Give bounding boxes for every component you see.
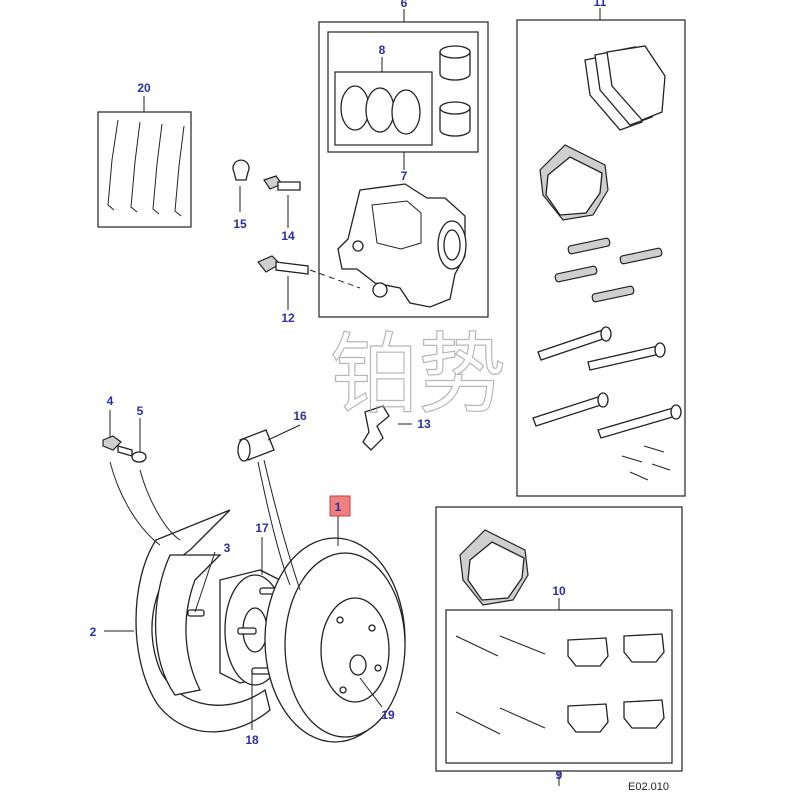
bleed-screw	[263, 175, 301, 191]
callout-19: 19	[381, 708, 395, 722]
caliper-pistons	[439, 45, 471, 137]
fitting-kit-clips	[567, 633, 665, 733]
callout-9: 9	[556, 768, 563, 782]
shield-bolt	[102, 435, 133, 457]
leader-lines	[104, 8, 601, 786]
callout-7: 7	[401, 169, 408, 183]
callout-11: 11	[594, 0, 607, 9]
brake-pad-upper	[539, 144, 609, 221]
callout-14: 14	[281, 229, 295, 243]
washer	[131, 451, 147, 463]
callout-3: 3	[224, 541, 231, 555]
callout-18: 18	[245, 733, 259, 747]
callout-1-highlight	[329, 495, 351, 517]
bolt-axis-line	[309, 269, 361, 289]
seal-kit-box	[327, 31, 479, 153]
callout-6: 6	[401, 0, 408, 10]
bush	[237, 429, 275, 462]
callout-10: 10	[552, 584, 566, 598]
pad-kit-box	[516, 19, 686, 497]
dust-shield	[135, 509, 271, 733]
fitting-kit-box	[445, 609, 673, 764]
abutment-clip	[362, 405, 390, 451]
callout-2: 2	[90, 625, 97, 639]
piston-seals	[340, 85, 421, 135]
callout-8: 8	[379, 43, 386, 57]
piston-seal-box	[334, 71, 433, 146]
watermark: 铂势	[330, 323, 506, 426]
callout-1: 1	[335, 500, 342, 514]
retaining-pins-small	[621, 445, 671, 481]
callout-5: 5	[137, 404, 144, 418]
callout-20: 20	[137, 81, 151, 95]
reference-code: E02.010	[628, 781, 669, 793]
guide-pins	[532, 326, 682, 439]
spring-clips	[107, 119, 185, 217]
callout-15: 15	[233, 217, 247, 231]
callout-4: 4	[107, 394, 114, 408]
brake-pad-lower	[459, 529, 529, 606]
anti-rattle-springs	[554, 237, 663, 303]
callout-16: 16	[293, 409, 307, 423]
pad-shims	[584, 45, 666, 131]
dust-cap	[232, 159, 250, 181]
spring-clip-box	[97, 111, 192, 228]
fitting-kit-pins	[455, 635, 546, 735]
callout-17: 17	[255, 521, 269, 535]
caliper-body	[337, 183, 467, 308]
caliper-bolt	[257, 255, 309, 275]
callout-13: 13	[417, 417, 431, 431]
callout-12: 12	[281, 311, 295, 325]
